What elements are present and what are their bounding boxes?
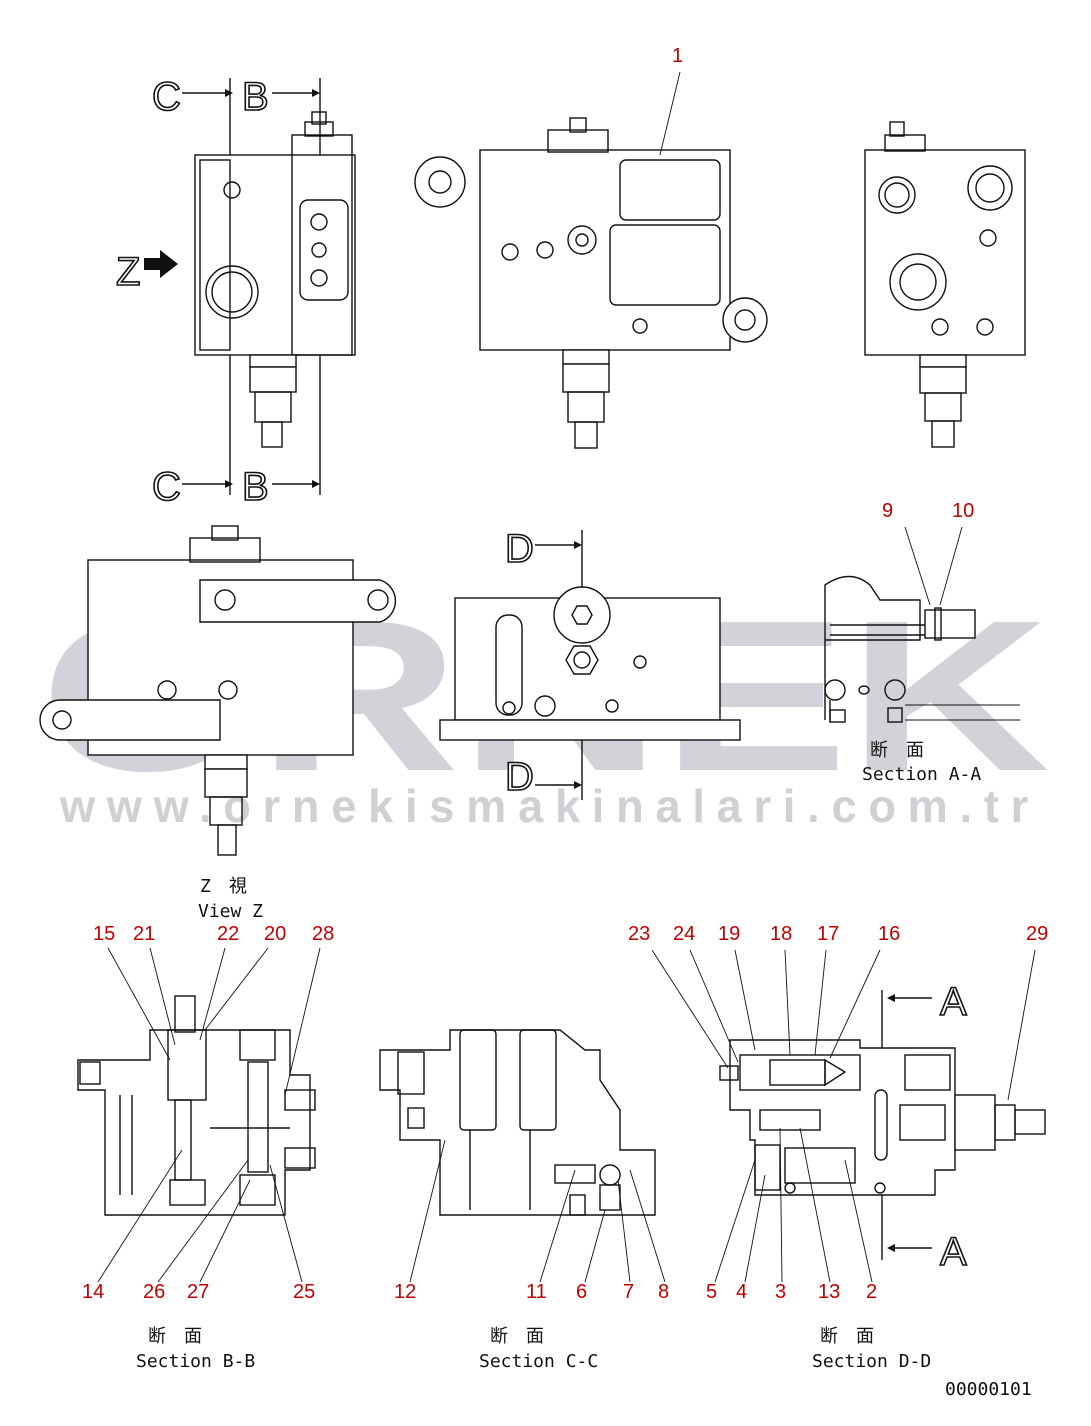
callout-7: 7 xyxy=(623,1281,634,1303)
cut-label-d-top: D xyxy=(505,527,534,571)
view-z-arrow-label: Z xyxy=(116,250,140,294)
cut-label-c-bottom: C xyxy=(152,465,181,509)
callout-27: 27 xyxy=(187,1281,209,1303)
drawing-number: 00000101 xyxy=(945,1379,1032,1400)
section-d-d-label-en: Section D-D xyxy=(812,1351,931,1372)
section-b-b: 15 21 22 20 28 14 26 27 25 断 面 Section B… xyxy=(77,923,334,1372)
section-d-d: A A 23 24 19 18 17 16 29 5 xyxy=(628,923,1048,1372)
callout-21: 21 xyxy=(133,923,155,945)
callout-14: 14 xyxy=(82,1281,104,1303)
callout-25: 25 xyxy=(293,1281,315,1303)
callout-2: 2 xyxy=(866,1281,877,1303)
callout-10: 10 xyxy=(952,500,974,522)
section-a-a-label-jp: 断 面 xyxy=(870,740,924,761)
section-a-a: 9 10 断 面 Section A-A xyxy=(824,500,1020,785)
section-a-a-label-en: Section A-A xyxy=(862,764,981,785)
callout-1: 1 xyxy=(672,45,683,67)
section-c-c-label-en: Section C-C xyxy=(479,1351,598,1372)
callout-13: 13 xyxy=(818,1281,840,1303)
cut-label-b-top: B xyxy=(242,75,269,119)
view-front-left: C B C B Z xyxy=(115,74,356,510)
callout-17: 17 xyxy=(817,923,839,945)
section-c-c-label-jp: 断 面 xyxy=(490,1326,544,1347)
view-front-center: 1 xyxy=(414,45,768,449)
section-b-b-label-jp: 断 面 xyxy=(148,1326,202,1347)
callout-20: 20 xyxy=(264,923,286,945)
callout-4: 4 xyxy=(736,1281,747,1303)
view-z-label-jp: Z 視 xyxy=(200,876,247,897)
callout-15: 15 xyxy=(93,923,115,945)
cut-label-b-bottom: B xyxy=(242,465,269,509)
callout-26: 26 xyxy=(143,1281,165,1303)
callout-11: 11 xyxy=(526,1281,547,1303)
callout-29: 29 xyxy=(1026,923,1048,945)
callout-5: 5 xyxy=(706,1281,717,1303)
cut-label-c-top: C xyxy=(152,75,181,119)
cut-label-d-bottom: D xyxy=(505,755,534,799)
callout-28: 28 xyxy=(312,923,334,945)
view-z-label-en: View Z xyxy=(198,901,263,922)
cut-label-a-top: A xyxy=(940,980,967,1024)
view-side-right xyxy=(864,121,1026,448)
view-z-arrow-icon xyxy=(144,250,178,278)
callout-3: 3 xyxy=(775,1281,786,1303)
callout-6: 6 xyxy=(576,1281,587,1303)
callout-9: 9 xyxy=(882,500,893,522)
callout-18: 18 xyxy=(770,923,792,945)
view-z: Z 視 View Z xyxy=(39,525,397,922)
callout-22: 22 xyxy=(217,923,239,945)
section-d-d-label-jp: 断 面 xyxy=(820,1326,874,1347)
callout-23: 23 xyxy=(628,923,650,945)
section-c-c: 12 11 6 7 8 断 面 Section C-C xyxy=(379,1029,669,1372)
cut-label-a-bottom: A xyxy=(940,1230,967,1274)
callout-8: 8 xyxy=(658,1281,669,1303)
callout-19: 19 xyxy=(718,923,740,945)
callout-16: 16 xyxy=(878,923,900,945)
section-b-b-label-en: Section B-B xyxy=(136,1351,255,1372)
callout-12: 12 xyxy=(394,1281,416,1303)
callout-24: 24 xyxy=(673,923,695,945)
view-middle-d: D D xyxy=(439,526,741,800)
